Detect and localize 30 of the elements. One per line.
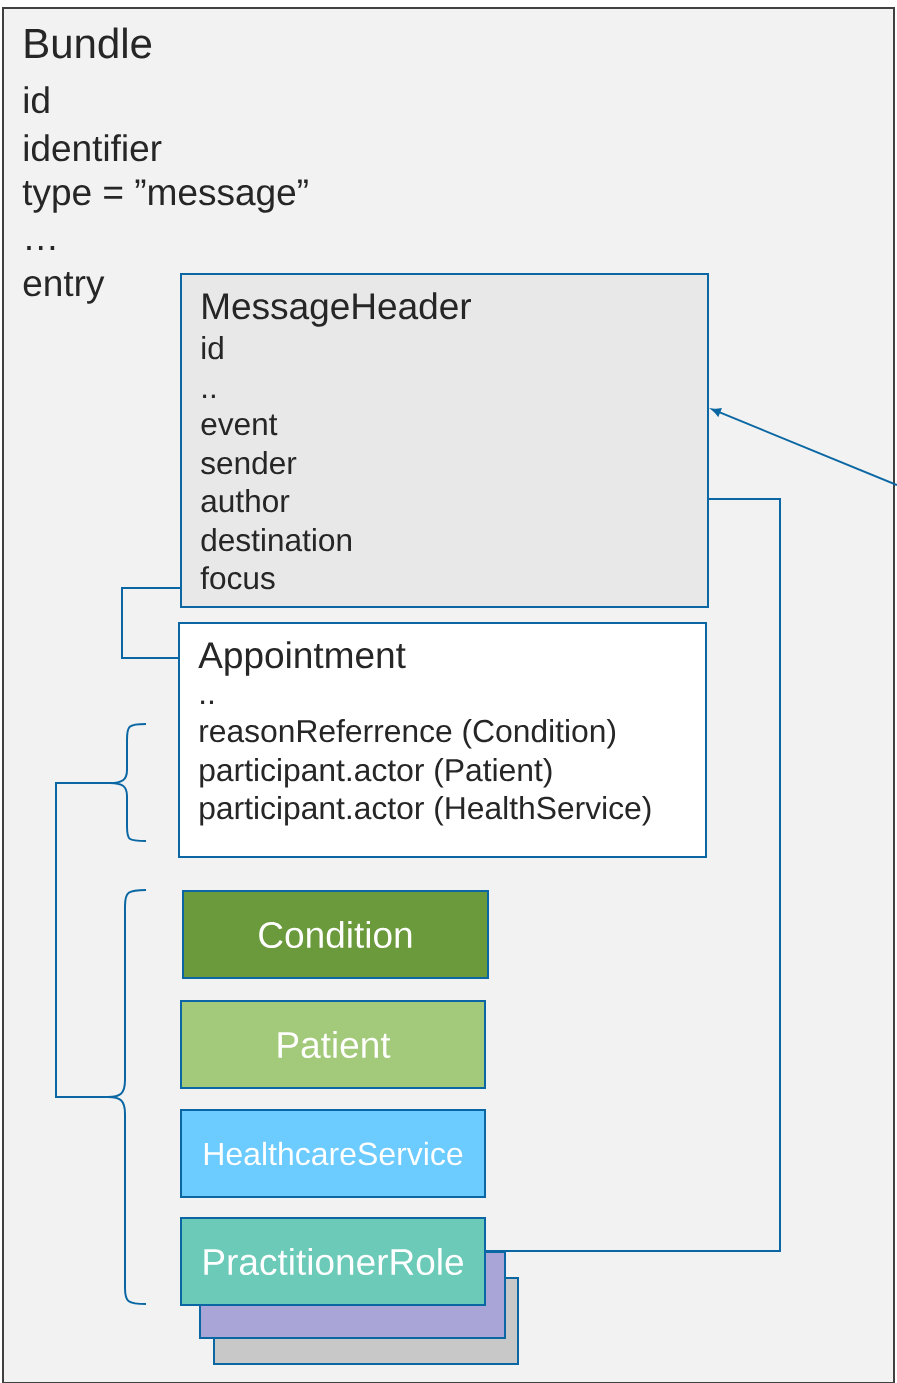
field-label: …	[27, 246, 55, 250]
field-label: ..	[203, 394, 215, 398]
resource-box	[180, 1217, 486, 1306]
field-label: event	[201, 414, 278, 436]
field-label: sender	[201, 451, 297, 475]
field-label: author	[201, 489, 290, 513]
field-label: entry	[23, 272, 105, 304]
field-label: focus	[200, 566, 275, 590]
field-label: identifier	[24, 134, 162, 162]
resource-box	[180, 1000, 486, 1089]
node-label: Condition	[259, 920, 412, 949]
connector	[711, 408, 897, 486]
node-label: PractitionerRole	[204, 1247, 463, 1276]
field-label: participant.actor (Patient)	[200, 757, 552, 788]
connector	[485, 498, 781, 1252]
field-label: ..	[201, 700, 213, 704]
resource-box	[182, 890, 489, 979]
field-label: id	[24, 86, 49, 114]
field-label: participant.actor (HealthService)	[200, 795, 651, 826]
field-label: type = ”message”	[22, 179, 308, 213]
box-title: MessageHeader	[203, 292, 471, 327]
box-title: Bundle	[25, 27, 152, 59]
node-label: HealthcareService	[204, 1141, 463, 1166]
field-label: destination	[201, 528, 351, 552]
node-label: Patient	[278, 1030, 391, 1059]
resource-box	[180, 1109, 486, 1198]
field-label: id	[202, 336, 223, 360]
box-title: Appointment	[198, 641, 406, 676]
field-label: reasonReferrence (Condition)	[200, 718, 616, 749]
connector	[121, 587, 181, 659]
